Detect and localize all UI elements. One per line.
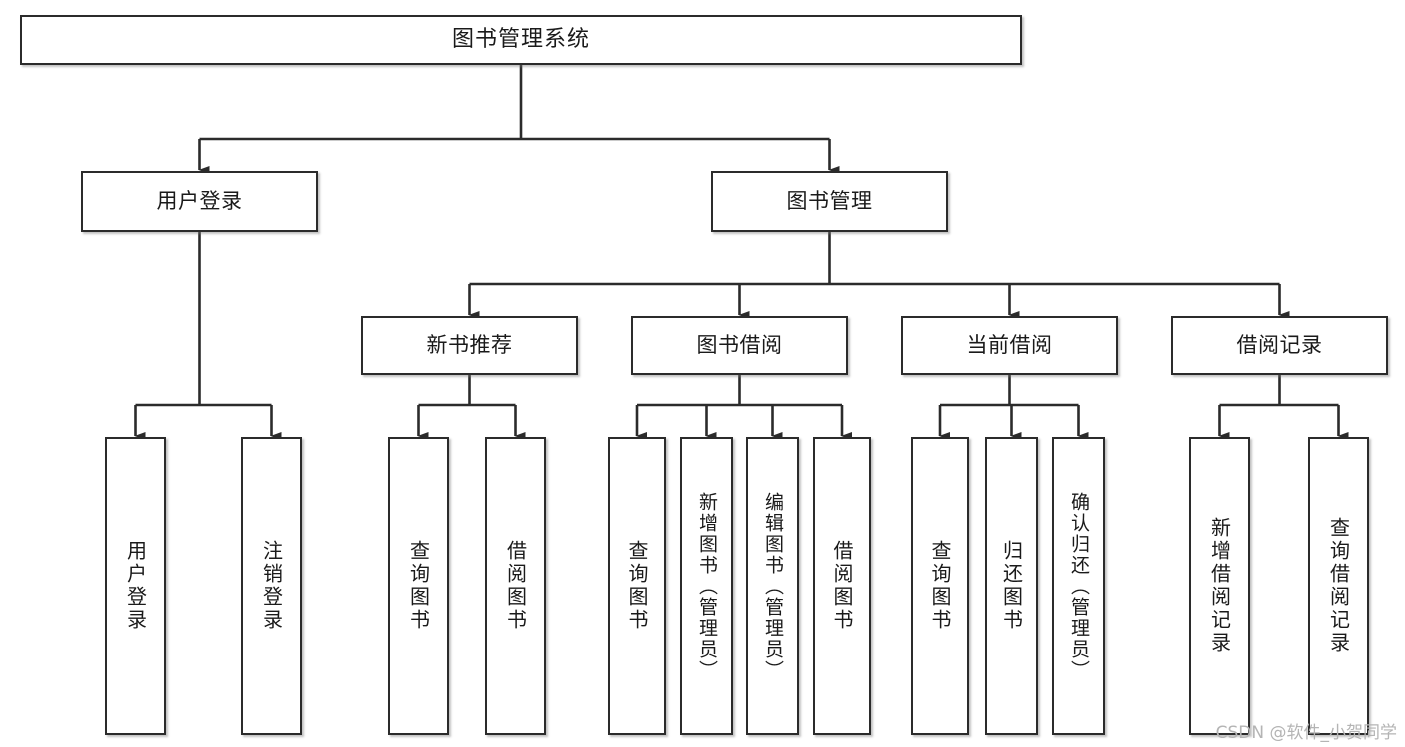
node-current-borrow[interactable]: 当前借阅	[901, 316, 1118, 375]
node-label: 图书借阅	[696, 333, 783, 358]
node-label: 注销登录	[259, 540, 284, 632]
node-leaf-add-borrow-record[interactable]: 新增借阅记录	[1189, 437, 1250, 735]
node-label: 借阅图书	[503, 540, 528, 632]
node-new-book-recommend[interactable]: 新书推荐	[361, 316, 578, 375]
node-label: 借阅记录	[1236, 333, 1323, 358]
node-borrow-record[interactable]: 借阅记录	[1171, 316, 1388, 375]
node-label: 借阅图书	[830, 540, 854, 632]
node-label: 查询图书	[928, 540, 952, 632]
node-label: 新书推荐	[426, 333, 513, 358]
node-label: 归还图书	[999, 540, 1024, 632]
node-leaf-borrow-book-rec[interactable]: 借阅图书	[485, 437, 546, 735]
node-book-manage[interactable]: 图书管理	[711, 171, 948, 232]
node-root[interactable]: 图书管理系统	[20, 15, 1022, 65]
node-label: 图书管理	[786, 189, 873, 214]
node-label: 查询图书	[625, 540, 649, 632]
node-label: 查询借阅记录	[1326, 517, 1351, 655]
node-leaf-borrow-book[interactable]: 借阅图书	[813, 437, 871, 735]
node-leaf-logout-login[interactable]: 注销登录	[241, 437, 302, 735]
node-leaf-return-book[interactable]: 归还图书	[985, 437, 1038, 735]
node-label: 当前借阅	[966, 333, 1053, 358]
node-label: 查询图书	[406, 540, 431, 632]
node-label: 新增图书（管理员）	[696, 491, 718, 681]
node-leaf-query-borrow-record[interactable]: 查询借阅记录	[1308, 437, 1369, 735]
node-leaf-confirm-return-admin[interactable]: 确认归还（管理员）	[1052, 437, 1105, 735]
node-label: 编辑图书（管理员）	[762, 491, 784, 681]
node-label: 新增借阅记录	[1207, 517, 1232, 655]
node-leaf-query-book-rec[interactable]: 查询图书	[388, 437, 449, 735]
node-user-login[interactable]: 用户登录	[81, 171, 318, 232]
watermark: CSDN @软件_小贺同学	[1215, 723, 1397, 743]
node-label: 确认归还（管理员）	[1068, 491, 1090, 681]
node-leaf-add-book-admin[interactable]: 新增图书（管理员）	[680, 437, 733, 735]
node-leaf-edit-book-admin[interactable]: 编辑图书（管理员）	[746, 437, 799, 735]
node-leaf-query-book-borrow[interactable]: 查询图书	[608, 437, 666, 735]
node-leaf-user-login[interactable]: 用户登录	[105, 437, 166, 735]
node-label: 图书管理系统	[451, 27, 590, 53]
node-leaf-query-book-cur[interactable]: 查询图书	[911, 437, 969, 735]
node-label: 用户登录	[123, 540, 148, 632]
node-book-borrow[interactable]: 图书借阅	[631, 316, 848, 375]
node-label: 用户登录	[156, 189, 243, 214]
